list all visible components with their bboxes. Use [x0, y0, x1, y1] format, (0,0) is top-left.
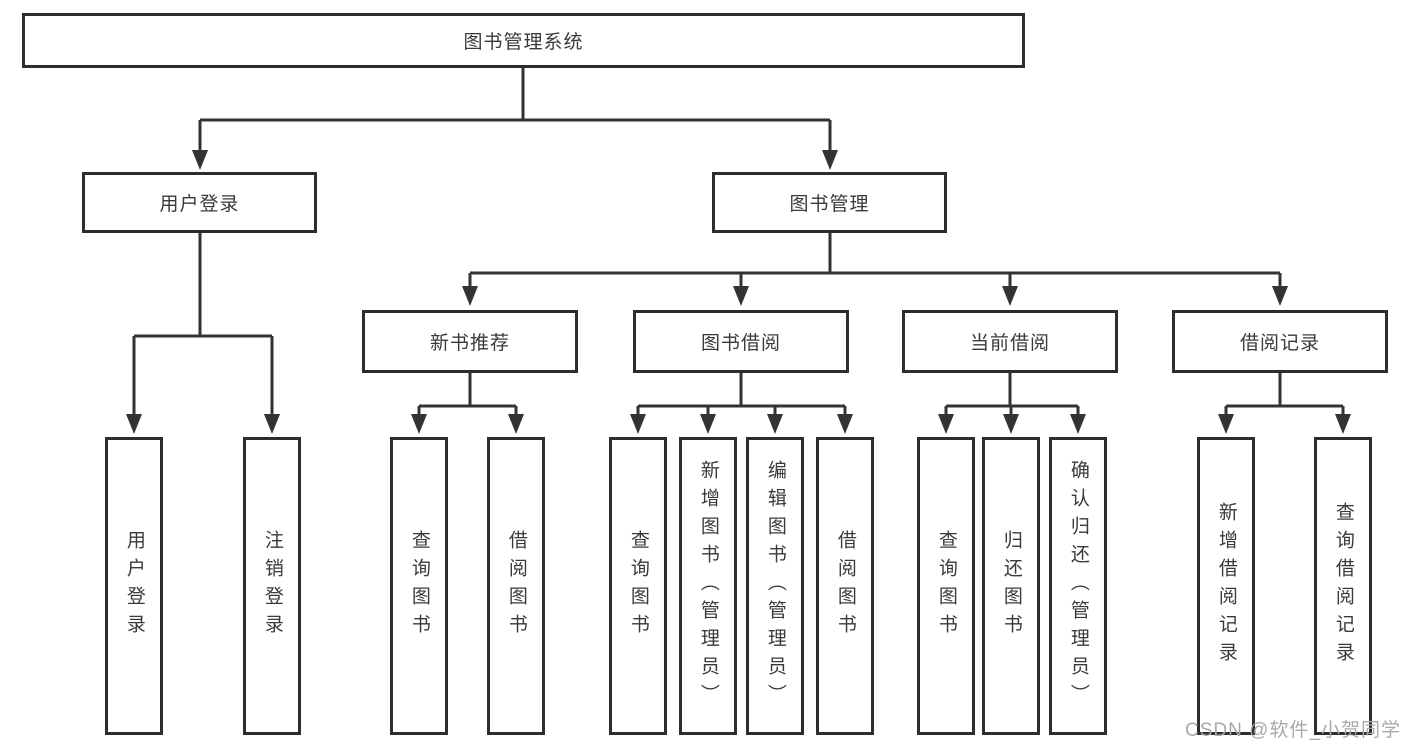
arrow-icon: [767, 414, 783, 434]
leaf-br-query-record-label: 查询借阅记录: [1332, 502, 1354, 670]
leaf-logout-label: 注销登录: [261, 530, 283, 642]
node-book-borrowing: 图书借阅: [633, 310, 849, 373]
leaf-user-login: 用户登录: [105, 437, 163, 735]
leaf-cb-return-books: 归还图书: [982, 437, 1040, 735]
arrow-icon: [1002, 286, 1018, 306]
node-book-management-label: 图书管理: [789, 194, 870, 215]
leaf-nbr-borrow-books: 借阅图书: [487, 437, 545, 735]
node-book-management: 图书管理: [712, 172, 947, 233]
arrow-icon: [508, 414, 524, 434]
arrow-icon: [822, 150, 838, 170]
node-current-borrowing-label: 当前借阅: [969, 333, 1050, 354]
node-borrowing-records-label: 借阅记录: [1239, 333, 1320, 354]
leaf-bb-edit-books-admin-label: 编辑图书（管理员）: [764, 460, 786, 712]
leaf-bb-borrow-books-label: 借阅图书: [834, 530, 856, 642]
leaf-cb-confirm-return-admin: 确认归还（管理员）: [1049, 437, 1107, 735]
leaf-nbr-borrow-books-label: 借阅图书: [505, 530, 527, 642]
node-root: 图书管理系统: [22, 13, 1025, 68]
leaf-bb-borrow-books: 借阅图书: [816, 437, 874, 735]
arrow-icon: [264, 414, 280, 434]
leaf-bb-query-books: 查询图书: [609, 437, 667, 735]
arrow-icon: [411, 414, 427, 434]
node-root-label: 图书管理系统: [463, 32, 584, 53]
leaf-user-login-label: 用户登录: [123, 530, 145, 642]
node-user-login-label: 用户登录: [159, 194, 240, 215]
leaf-br-query-record: 查询借阅记录: [1314, 437, 1372, 735]
arrow-icon: [733, 286, 749, 306]
leaf-cb-query-books-label: 查询图书: [935, 530, 957, 642]
node-book-borrowing-label: 图书借阅: [700, 333, 781, 354]
arrow-icon: [192, 150, 208, 170]
leaf-cb-return-books-label: 归还图书: [1000, 530, 1022, 642]
node-current-borrowing: 当前借阅: [902, 310, 1118, 373]
leaf-bb-edit-books-admin: 编辑图书（管理员）: [746, 437, 804, 735]
arrow-icon: [1335, 414, 1351, 434]
leaf-cb-query-books: 查询图书: [917, 437, 975, 735]
leaf-bb-add-books-admin-label: 新增图书（管理员）: [697, 460, 719, 712]
node-new-book-recommend: 新书推荐: [362, 310, 578, 373]
node-borrowing-records: 借阅记录: [1172, 310, 1388, 373]
arrow-icon: [1218, 414, 1234, 434]
leaf-logout: 注销登录: [243, 437, 301, 735]
arrowheads: [126, 150, 1351, 434]
leaf-bb-add-books-admin: 新增图书（管理员）: [679, 437, 737, 735]
arrow-icon: [837, 414, 853, 434]
arrow-icon: [938, 414, 954, 434]
leaf-nbr-query-books: 查询图书: [390, 437, 448, 735]
watermark: CSDN @软件_小贺同学: [1185, 720, 1401, 741]
arrow-icon: [462, 286, 478, 306]
leaf-bb-query-books-label: 查询图书: [627, 530, 649, 642]
node-new-book-recommend-label: 新书推荐: [429, 333, 510, 354]
node-user-login: 用户登录: [82, 172, 317, 233]
leaf-cb-confirm-return-admin-label: 确认归还（管理员）: [1067, 460, 1089, 712]
leaf-br-add-record: 新增借阅记录: [1197, 437, 1255, 735]
leaf-br-add-record-label: 新增借阅记录: [1215, 502, 1237, 670]
arrow-icon: [630, 414, 646, 434]
arrow-icon: [700, 414, 716, 434]
arrow-icon: [1272, 286, 1288, 306]
arrow-icon: [126, 414, 142, 434]
arrow-icon: [1070, 414, 1086, 434]
leaf-nbr-query-books-label: 查询图书: [408, 530, 430, 642]
connector-paths: [132, 68, 1345, 418]
arrow-icon: [1003, 414, 1019, 434]
